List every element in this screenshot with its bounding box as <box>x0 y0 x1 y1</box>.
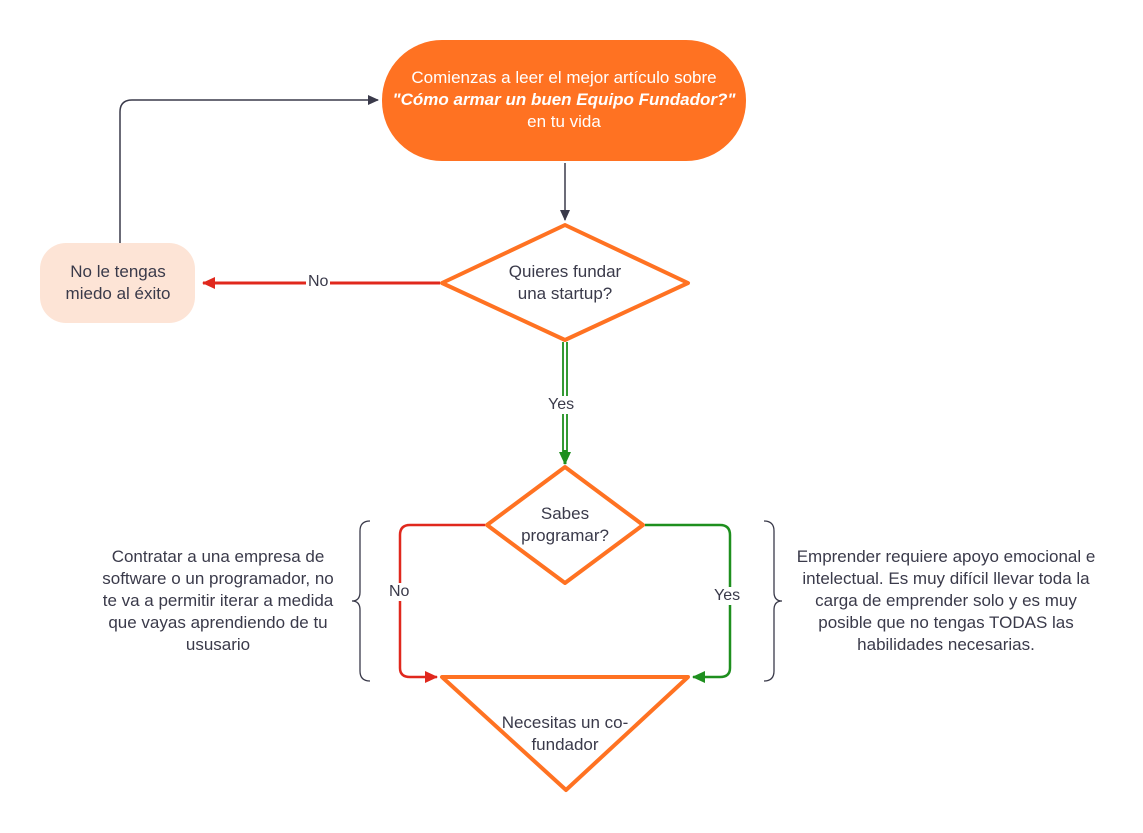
side-box-text: No le tengas miedo al éxito <box>65 262 171 303</box>
start-suffix: en tu vida <box>527 112 601 131</box>
result-text: Necesitas un co-fundador <box>501 713 629 754</box>
left-brace <box>351 520 371 682</box>
decision2-text: Sabes programar? <box>521 504 609 545</box>
decision-programming-diamond <box>485 465 645 585</box>
start-text: Comienzas a leer el mejor artículo sobre… <box>388 67 740 133</box>
label-no-decision2: No <box>387 583 412 601</box>
note-left: Contratar a una empresa de software o un… <box>102 547 334 654</box>
decision-startup-diamond <box>440 223 690 342</box>
side-box <box>40 243 195 323</box>
connector-loop-back <box>119 95 379 243</box>
connector-no-to-result <box>398 523 485 683</box>
label-yes-decision2: Yes <box>712 587 743 605</box>
start-terminator <box>382 40 746 161</box>
label-yes-decision1: Yes <box>546 396 577 414</box>
note-right: Emprender requiere apoyo emocional e int… <box>796 547 1096 654</box>
right-brace <box>763 520 783 682</box>
decision1-text: Quieres fundar una startup? <box>508 262 622 303</box>
start-line1: Comienzas a leer el mejor artículo sobre <box>411 68 717 87</box>
start-title: "Cómo armar un buen Equipo Fundador?" <box>392 90 736 109</box>
result-triangle <box>440 675 690 792</box>
label-no-decision1: No <box>306 273 331 291</box>
